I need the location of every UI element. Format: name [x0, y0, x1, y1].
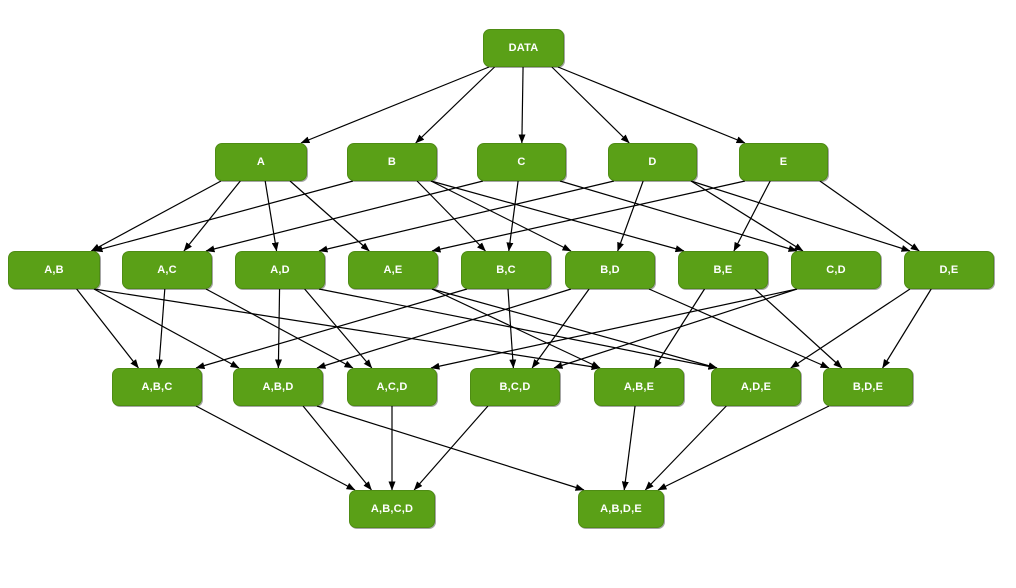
lattice-edge — [76, 288, 139, 369]
lattice-node[interactable]: A,B — [8, 251, 100, 289]
lattice-edge — [690, 180, 911, 252]
lattice-edge — [551, 66, 630, 144]
lattice-edge — [557, 66, 746, 144]
lattice-edge — [553, 288, 798, 369]
lattice-node-label: C,D — [826, 264, 846, 276]
lattice-node-label: C — [517, 156, 526, 168]
lattice-node-label: D,E — [939, 264, 959, 276]
lattice-node-label: A,B — [44, 264, 64, 276]
lattice-node-label: D — [648, 156, 657, 168]
lattice-edge — [657, 405, 830, 491]
lattice-edge — [289, 180, 370, 252]
lattice-node-label: A,B,E — [623, 381, 655, 393]
edges-group — [76, 66, 932, 491]
lattice-node[interactable]: DATA — [483, 29, 564, 67]
lattice-edge — [431, 288, 718, 370]
lattice-edge — [195, 405, 356, 491]
lattice-edge — [93, 288, 240, 369]
lattice-node[interactable]: C,D — [791, 251, 881, 289]
lattice-node[interactable]: A — [215, 143, 307, 181]
lattice-node[interactable]: A,B,C — [112, 368, 202, 406]
lattice-node-label: A,E — [383, 264, 403, 276]
lattice-edge — [653, 288, 706, 369]
lattice-node[interactable]: B,C — [461, 251, 551, 289]
lattice-edge — [318, 288, 718, 370]
lattice-edge — [621, 405, 636, 491]
lattice-edge — [882, 288, 932, 369]
lattice-node[interactable]: A,E — [348, 251, 438, 289]
lattice-edge — [690, 180, 804, 252]
lattice-node-label: A,B,D — [262, 381, 294, 393]
lattice-node[interactable]: A,C — [122, 251, 212, 289]
lattice-edge — [430, 288, 798, 370]
lattice-node[interactable]: E — [739, 143, 828, 181]
lattice-edge — [416, 180, 486, 252]
lattice-node-label: A,C,D — [376, 381, 408, 393]
lattice-node[interactable]: D — [608, 143, 697, 181]
lattice-edge — [431, 288, 601, 369]
lattice-edge — [648, 288, 830, 369]
lattice-edge — [531, 288, 590, 369]
lattice-edge — [264, 180, 279, 252]
lattice-edge — [518, 66, 526, 144]
lattice-node[interactable]: B,D — [565, 251, 655, 289]
lattice-node[interactable]: A,B,D — [233, 368, 323, 406]
lattice-node-label: B,C — [496, 264, 516, 276]
lattice-edge — [430, 180, 685, 253]
lattice-node[interactable]: A,C,D — [347, 368, 437, 406]
lattice-node-label: DATA — [508, 42, 539, 54]
lattice-edge — [318, 180, 615, 253]
lattice-edge — [155, 288, 166, 369]
lattice-node-label: B,D,E — [852, 381, 884, 393]
lattice-edge — [90, 180, 222, 252]
lattice-edge — [195, 288, 468, 369]
lattice-edge — [316, 405, 585, 491]
lattice-node-label: B,D — [600, 264, 620, 276]
lattice-edge — [754, 288, 843, 369]
lattice-edge — [183, 180, 241, 252]
lattice-node[interactable]: B,E — [678, 251, 768, 289]
lattice-node[interactable]: B,C,D — [470, 368, 560, 406]
lattice-edge — [819, 180, 920, 252]
lattice-node-label: B,E — [713, 264, 733, 276]
lattice-node[interactable]: B — [347, 143, 437, 181]
lattice-edge — [430, 180, 572, 252]
lattice-node[interactable]: A,B,C,D — [349, 490, 435, 528]
lattice-node-label: A — [256, 156, 266, 168]
lattice-node-label: B,C,D — [499, 381, 531, 393]
lattice-edge — [507, 288, 517, 369]
lattice-edge — [300, 66, 490, 144]
lattice-node-label: B — [387, 156, 397, 168]
lattice-edge — [617, 180, 644, 252]
lattice-edge — [302, 405, 372, 491]
lattice-edge — [316, 288, 572, 369]
lattice-edge — [733, 180, 771, 252]
lattice-node[interactable]: A,B,E — [594, 368, 684, 406]
lattice-node-label: A,B,C — [141, 381, 173, 393]
lattice-node-label: A,B,D,E — [600, 503, 642, 515]
lattice-node[interactable]: B,D,E — [823, 368, 913, 406]
lattice-edge — [205, 180, 484, 253]
lattice-node[interactable]: A,D,E — [711, 368, 801, 406]
lattice-node[interactable]: A,D — [235, 251, 325, 289]
lattice-node-label: A,C — [157, 264, 177, 276]
lattice-edge — [304, 288, 373, 369]
lattice-edge — [559, 180, 798, 252]
lattice-edge — [431, 180, 746, 253]
lattice-edge — [644, 405, 727, 491]
lattice-edge — [790, 288, 911, 369]
lattice-node-label: A,B,C,D — [370, 503, 414, 515]
lattice-node-label: E — [779, 156, 788, 168]
lattice-edge — [274, 288, 282, 369]
lattice-edge — [93, 180, 354, 253]
lattice-edge — [506, 180, 519, 252]
lattice-node-label: A,D — [270, 264, 290, 276]
lattice-node[interactable]: C — [477, 143, 566, 181]
lattice-edge — [93, 288, 601, 371]
lattice-edge — [415, 66, 495, 144]
lattice-node-label: A,D,E — [740, 381, 772, 393]
lattice-node[interactable]: A,B,D,E — [578, 490, 664, 528]
lattice-node[interactable]: D,E — [904, 251, 994, 289]
